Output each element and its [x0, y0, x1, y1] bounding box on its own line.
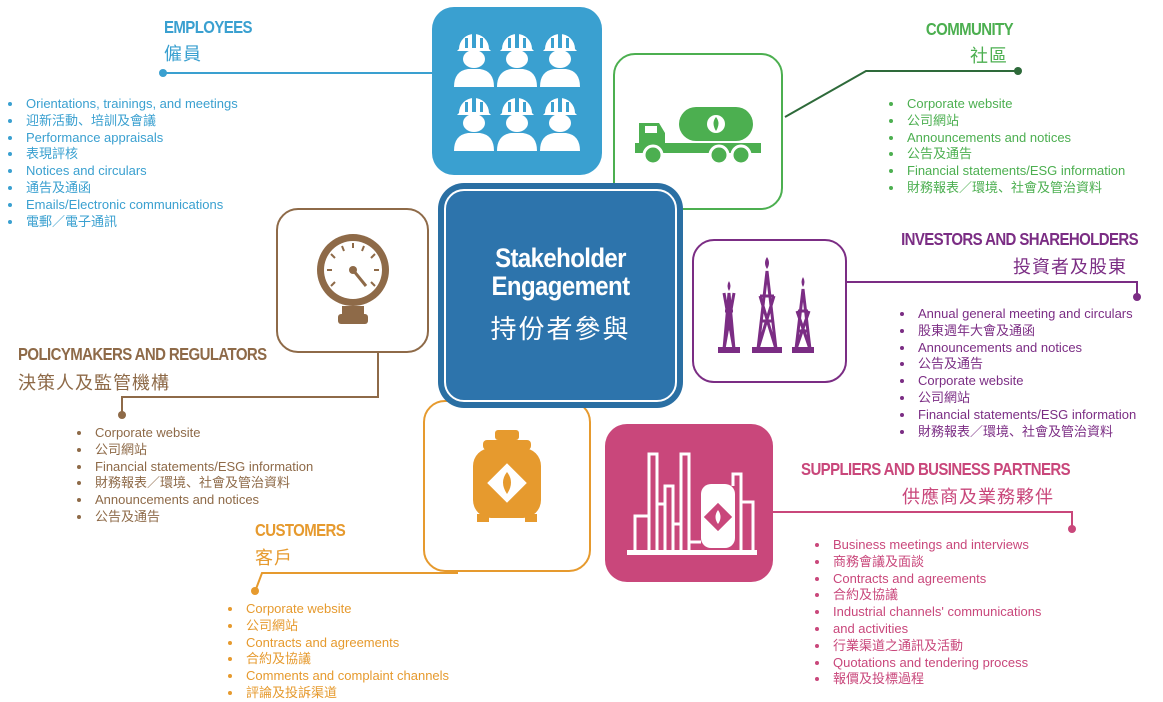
list-item: Financial statements/ESG information [898, 407, 1136, 424]
suppliers-channel-list: Business meetings and interviews 商務會議及面談… [813, 537, 1041, 688]
gas-cylinder-icon [473, 430, 541, 522]
list-item: 公司網站 [887, 113, 1125, 130]
list-item: Annual general meeting and circulars [898, 306, 1136, 323]
list-item: 財務報表／環境、社會及管治資料 [898, 424, 1136, 441]
list-item: 通告及通函 [6, 180, 238, 197]
tanker-truck-icon [635, 107, 761, 166]
oil-rigs-icon [718, 257, 814, 353]
investors-channel-list: Annual general meeting and circulars 股東週… [898, 306, 1136, 440]
policymakers-heading-zh: 決策人及監管機構 [18, 373, 170, 394]
list-item: 行業渠道之通訊及活動 [813, 638, 1041, 655]
list-item: 公告及通告 [75, 509, 313, 526]
list-item: 財務報表／環境、社會及管治資料 [887, 180, 1125, 197]
suppliers-connector-dot [1068, 525, 1076, 533]
employees-channel-list: Orientations, trainings, and meetings 迎新… [6, 96, 238, 230]
list-item: 評論及投訴渠道 [226, 685, 449, 702]
list-item: 合約及協議 [813, 587, 1041, 604]
community-heading-zh: 社區 [970, 46, 1008, 67]
policymakers-tile [276, 208, 429, 353]
list-item: Notices and circulars [6, 163, 238, 180]
policymakers-heading-en: POLICYMAKERS AND REGULATORS [18, 345, 267, 365]
list-item: Corporate website [887, 96, 1125, 113]
policymakers-connector-dot [118, 411, 126, 419]
suppliers-tile [605, 424, 773, 582]
suppliers-heading-zh: 供應商及業務夥伴 [902, 487, 1054, 508]
policymakers-connector [121, 352, 379, 415]
list-item: 股東週年大會及通函 [898, 323, 1136, 340]
list-item: Announcements and notices [75, 492, 313, 509]
list-item: and activities [813, 621, 1041, 638]
stakeholder-engagement-center: Stakeholder Engagement 持份者參與 [438, 183, 683, 408]
list-item: 公告及通告 [887, 146, 1125, 163]
list-item: Financial statements/ESG information [75, 459, 313, 476]
list-item: Corporate website [226, 601, 449, 618]
customers-heading-zh: 客戶 [255, 548, 293, 569]
employees-heading-zh: 僱員 [164, 44, 202, 65]
list-item: Orientations, trainings, and meetings [6, 96, 238, 113]
center-title-zh: 持份者參與 [490, 315, 631, 345]
list-item: Performance appraisals [6, 130, 238, 147]
customers-connector [255, 572, 458, 590]
community-heading-en: COMMUNITY [925, 20, 1014, 40]
investors-connector [845, 281, 1138, 297]
list-item: Contracts and agreements [813, 571, 1041, 588]
customers-connector-dot [251, 587, 259, 595]
policymakers-channel-list: Corporate website 公司網站 Financial stateme… [75, 425, 313, 526]
employees-connector-dot [159, 69, 167, 77]
investors-tile [692, 239, 847, 383]
community-connector [784, 70, 1018, 118]
list-item: 迎新活動、培訓及會議 [6, 113, 238, 130]
list-item: 報價及投標過程 [813, 671, 1041, 688]
customers-heading-en: CUSTOMERS [255, 521, 346, 541]
workers-with-hardhats-icon [454, 33, 580, 151]
list-item: 公司網站 [898, 390, 1136, 407]
list-item: Business meetings and interviews [813, 537, 1041, 554]
suppliers-heading-en: SUPPLIERS AND BUSINESS PARTNERS [801, 460, 1071, 480]
community-connector-dot [1014, 67, 1022, 75]
refinery-plant-icon [627, 452, 757, 555]
investors-heading-en: INVESTORS AND SHAREHOLDERS [901, 230, 1139, 250]
list-item: 公司網站 [75, 442, 313, 459]
list-item: Corporate website [898, 373, 1136, 390]
list-item: Announcements and notices [898, 340, 1136, 357]
investors-heading-zh: 投資者及股東 [1013, 257, 1127, 278]
list-item: 商務會議及面談 [813, 554, 1041, 571]
community-channel-list: Corporate website 公司網站 Announcements and… [887, 96, 1125, 197]
customers-tile [423, 400, 591, 572]
list-item: 表現評核 [6, 146, 238, 163]
employees-tile [432, 7, 602, 175]
list-item: 電郵／電子通訊 [6, 214, 238, 231]
employees-heading-en: EMPLOYEES [164, 18, 253, 38]
customers-channel-list: Corporate website 公司網站 Contracts and agr… [226, 601, 449, 702]
list-item: 公告及通告 [898, 356, 1136, 373]
list-item: Quotations and tendering process [813, 655, 1041, 672]
list-item: Corporate website [75, 425, 313, 442]
list-item: Comments and complaint channels [226, 668, 449, 685]
suppliers-connector [770, 511, 1073, 528]
list-item: Industrial channels' communications [813, 604, 1041, 621]
list-item: Contracts and agreements [226, 635, 449, 652]
list-item: 公司網站 [226, 618, 449, 635]
pressure-gauge-icon [317, 234, 389, 324]
list-item: 財務報表／環境、社會及管治資料 [75, 475, 313, 492]
center-panel: Stakeholder Engagement 持份者參與 [444, 189, 677, 402]
center-title-en-line1: Stakeholder [495, 243, 626, 274]
list-item: 合約及協議 [226, 651, 449, 668]
investors-connector-dot [1133, 293, 1141, 301]
list-item: Emails/Electronic communications [6, 197, 238, 214]
list-item: Financial statements/ESG information [887, 163, 1125, 180]
list-item: Announcements and notices [887, 130, 1125, 147]
center-title-en-line2: Engagement [491, 271, 630, 302]
